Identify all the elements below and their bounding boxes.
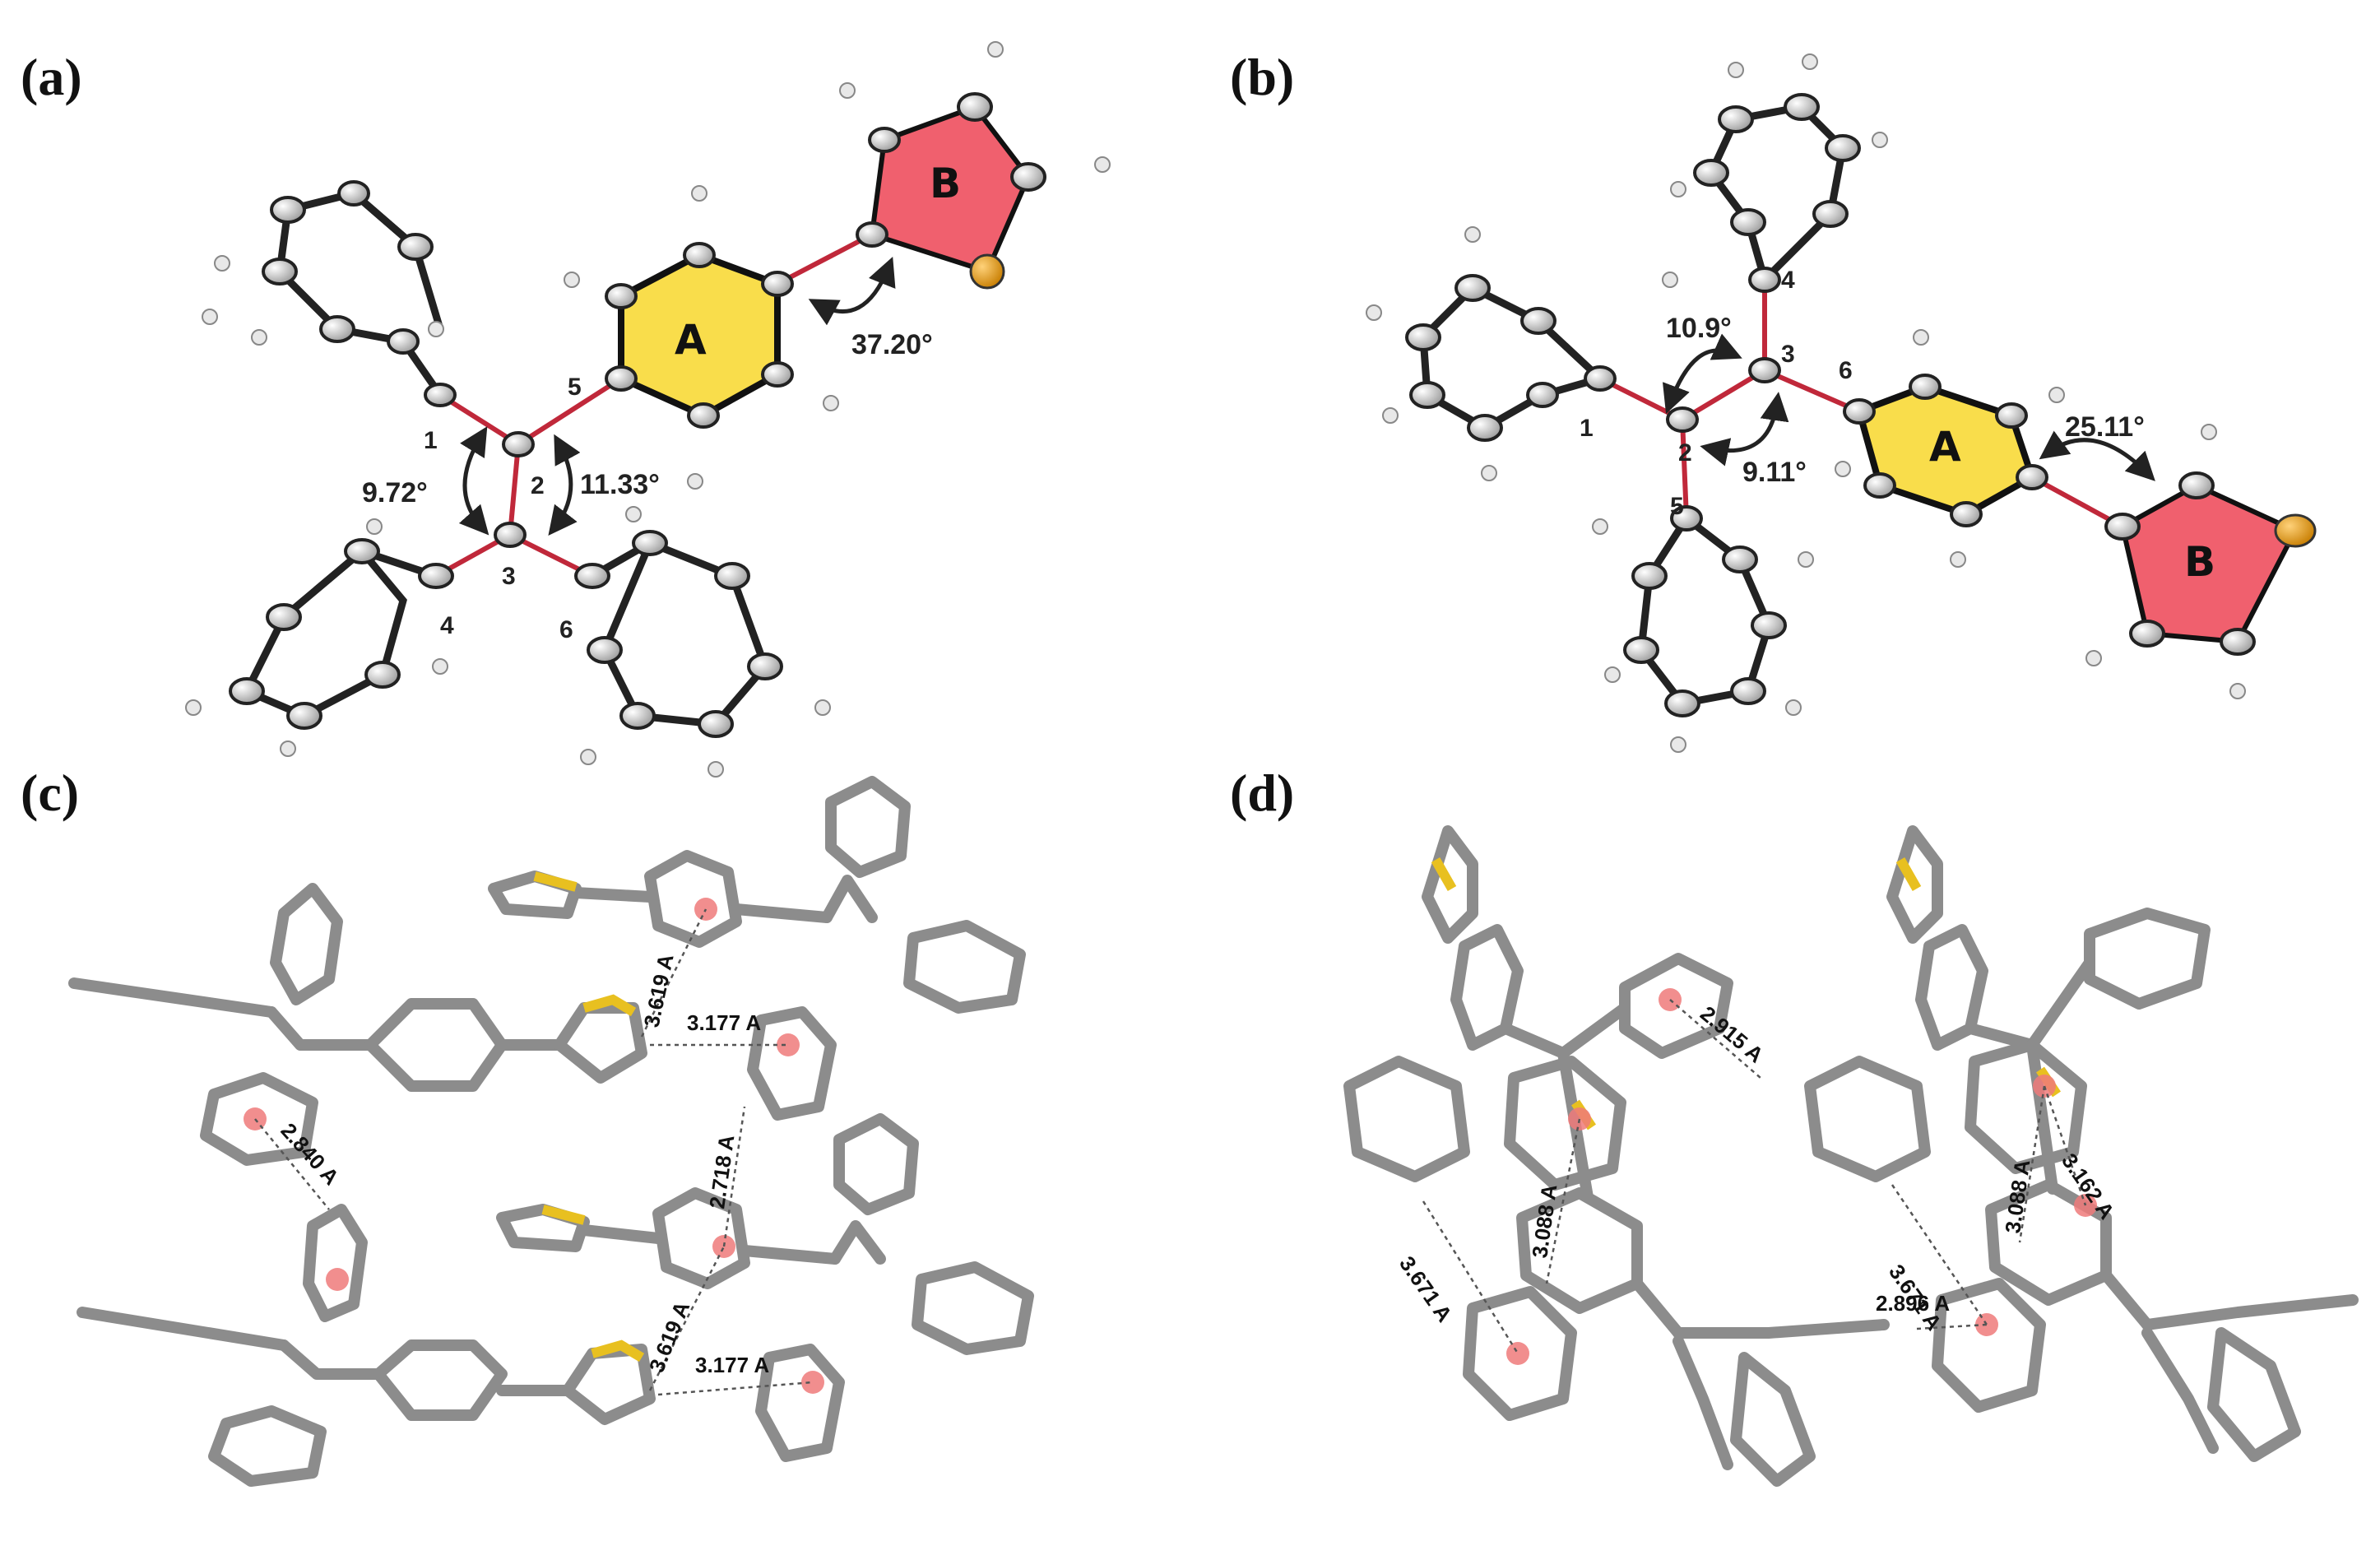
distance-label: 2.896 A <box>1876 1291 1950 1316</box>
panel-label-c: (c) <box>21 764 79 822</box>
panel-label-a: (a) <box>21 48 82 106</box>
sulfur-sticks <box>1431 857 2061 1130</box>
distance-label: 3.177 A <box>687 1010 761 1035</box>
panel-label-d: (d) <box>1230 764 1294 822</box>
angle-label-upper: 10.9° <box>1666 313 1732 344</box>
hydrogen-atoms <box>1366 53 2246 753</box>
atom-number-5: 5 <box>568 374 582 401</box>
ring-a-label: A <box>675 316 707 364</box>
bond-skeleton <box>1419 103 1847 708</box>
sulfur-atom <box>969 253 1005 290</box>
distance-label: 3.088 A <box>1527 1182 1561 1260</box>
distance-label: 3.619 A <box>639 952 679 1030</box>
angle-arrow-left <box>458 426 489 536</box>
atom-number-6: 6 <box>1839 357 1853 384</box>
angle-label-right: 11.33° <box>580 469 660 500</box>
panel-a-ortep-structure: A B 1 2 3 4 5 6 37.20° 9.72° 11.33° <box>185 41 1111 778</box>
atom-number-4: 4 <box>440 612 454 639</box>
distance-label: 3.177 A <box>695 1353 769 1377</box>
angle-label-ring-twist: 25.11° <box>2065 411 2145 443</box>
ring-b-label: B <box>930 160 961 207</box>
sulfur-sticks <box>533 871 645 1363</box>
ring-b-highlight <box>869 104 1032 275</box>
atom-number-1: 1 <box>1580 415 1594 442</box>
angle-arrow-ring-twist <box>808 257 896 326</box>
angle-label-ring-twist: 37.20° <box>851 329 933 360</box>
atom-number-3: 3 <box>502 563 516 590</box>
distance-label: 2.718 A <box>704 1133 739 1210</box>
atom-number-5: 5 <box>1670 493 1684 520</box>
distance-label: 3.088 A <box>2000 1158 2034 1235</box>
angle-arrow-lower <box>1700 392 1789 467</box>
angle-label-left: 9.72° <box>362 477 428 508</box>
ring-b-label: B <box>2184 538 2215 586</box>
atoms <box>1405 93 2256 717</box>
sulfur-atom <box>2274 513 2317 548</box>
atom-number-1: 1 <box>424 427 438 454</box>
atom-number-6: 6 <box>559 616 573 643</box>
atoms <box>229 92 1046 738</box>
ring-a-label: A <box>1929 423 1961 471</box>
panel-c-packing-view: 3.619 A 3.177 A 2.840 A 2.718 A 3.619 A … <box>68 776 1034 1487</box>
panel-b-ortep-structure: A B 1 2 3 4 5 6 10.9° 9.11° 25.11° <box>1366 53 2317 753</box>
atom-number-4: 4 <box>1781 267 1795 294</box>
molecule-sticks <box>1343 825 2359 1487</box>
angle-label-lower: 9.11° <box>1742 457 1807 488</box>
contact-lines <box>254 908 814 1396</box>
angle-arrow-right <box>548 434 581 536</box>
panel-label-b: (b) <box>1230 48 1294 106</box>
atom-number-2: 2 <box>1678 439 1692 467</box>
panel-d-packing-view: 2.915 A 3.088 A 3.671 A 3.088 A 3.162 A … <box>1343 825 2359 1487</box>
atom-number-3: 3 <box>1781 341 1795 368</box>
molecule-sticks <box>68 776 1034 1487</box>
contact-lines <box>1422 999 2087 1354</box>
hydrogen-atoms <box>185 41 1111 778</box>
atom-number-2: 2 <box>531 472 545 499</box>
angle-arrow-upper <box>1662 333 1742 415</box>
distance-label: 3.619 A <box>644 1298 695 1376</box>
angle-arrow-ring-twist <box>2039 430 2155 481</box>
distance-label: 3.671 A <box>1394 1251 1457 1326</box>
